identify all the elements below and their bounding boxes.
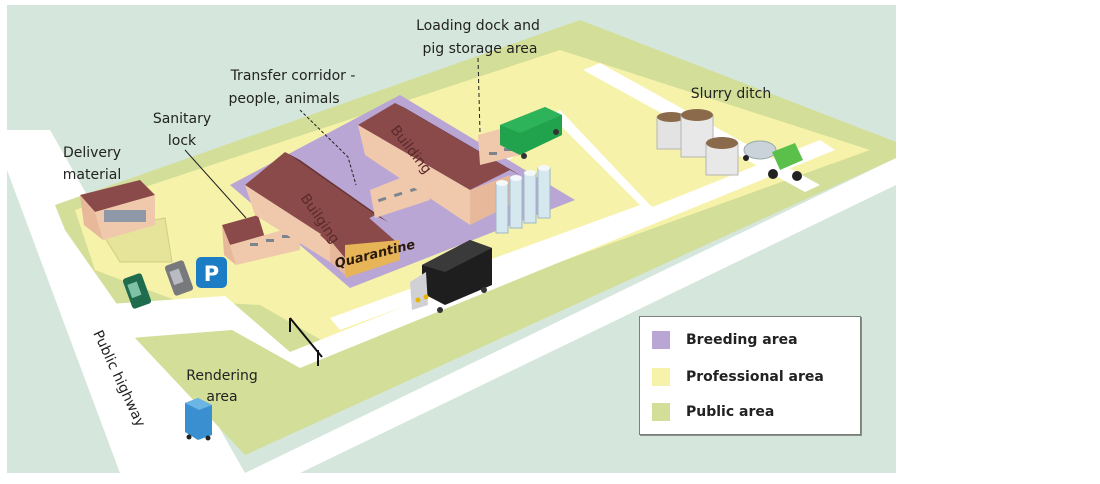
rendering-area-label-line2: area bbox=[206, 389, 237, 405]
slurry-tractor bbox=[743, 140, 803, 181]
delivery-building bbox=[80, 180, 173, 263]
legend-swatch-breeding bbox=[652, 331, 670, 349]
parked-car-green bbox=[122, 273, 152, 309]
rendering-zone bbox=[135, 150, 896, 455]
transfer-corridor-leader bbox=[299, 109, 357, 186]
highway-right-road bbox=[245, 158, 896, 473]
transfer-corridor-label-line2: people, animals bbox=[228, 91, 339, 107]
transfer-corridor-label-line1: Transfer corridor - bbox=[230, 68, 356, 84]
black-delivery-truck bbox=[410, 240, 492, 313]
sanitary-lock-building bbox=[222, 215, 300, 265]
green-livestock-truck bbox=[500, 107, 562, 159]
parking-sign-label: P bbox=[204, 262, 219, 286]
legend-swatch-public bbox=[652, 403, 670, 421]
loading-dock-label-line2: pig storage area bbox=[423, 41, 538, 57]
legend-label-breeding: Breeding area bbox=[686, 332, 798, 348]
legend-label-public: Public area bbox=[686, 404, 775, 420]
parked-car-grey bbox=[164, 260, 194, 296]
slurry-ditch-label: Slurry ditch bbox=[691, 86, 772, 102]
feed-silos bbox=[495, 165, 551, 234]
rendering-area-label-line1: Rendering bbox=[186, 368, 258, 384]
rendering-bin bbox=[185, 398, 212, 441]
sanitary-lock-label-line1: Sanitary bbox=[153, 111, 211, 127]
slurry-tanks bbox=[656, 109, 739, 176]
legend-item-professional: Professional area bbox=[652, 368, 824, 386]
legend-label-professional: Professional area bbox=[686, 369, 824, 385]
legend-item-breeding: Breeding area bbox=[652, 331, 798, 349]
sanitary-lock-label-line2: lock bbox=[168, 133, 197, 149]
parking-sign: P bbox=[196, 257, 227, 288]
building-left: Builging Quarantine bbox=[245, 152, 417, 278]
delivery-material-label-line2: material bbox=[63, 167, 121, 183]
sanitary-lock-leader bbox=[184, 149, 247, 219]
entrance-gate bbox=[289, 317, 323, 366]
legend: Breeding area Professional area Public a… bbox=[639, 316, 861, 435]
legend-swatch-professional bbox=[652, 368, 670, 386]
delivery-material-label-line1: Delivery bbox=[63, 145, 121, 161]
loading-dock-leader bbox=[477, 57, 481, 134]
legend-item-public: Public area bbox=[652, 403, 774, 421]
loading-dock-label-line1: Loading dock and bbox=[416, 18, 540, 34]
